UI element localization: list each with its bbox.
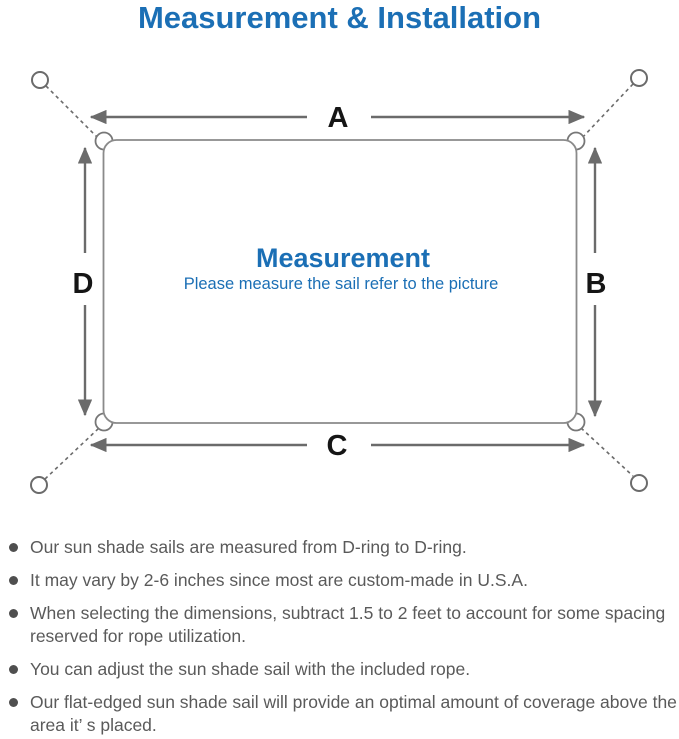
- list-item: Our flat-edged sun shade sail will provi…: [9, 691, 679, 737]
- note-text: Our sun shade sails are measured from D-…: [30, 537, 467, 557]
- rope-dashed-line: [580, 427, 634, 477]
- list-item: When selecting the dimensions, subtract …: [9, 602, 679, 648]
- rope-dashed-line: [44, 427, 100, 480]
- diagram-heading: Measurement: [256, 243, 430, 273]
- anchor-ring-icon: [30, 476, 48, 494]
- anchor-ring-icon: [630, 474, 648, 492]
- dimension-label-c: C: [327, 430, 348, 462]
- dimension-label-a: A: [328, 102, 349, 134]
- dimension-label-d: D: [73, 268, 94, 300]
- note-text: When selecting the dimensions, subtract …: [30, 603, 666, 646]
- note-text: Our flat-edged sun shade sail will provi…: [30, 692, 677, 735]
- diagram-subheading: Please measure the sail refer to the pic…: [184, 275, 499, 293]
- bullet-icon: [9, 698, 18, 707]
- rope-dashed-line: [580, 83, 634, 140]
- anchor-ring-icon: [31, 71, 49, 89]
- dimension-label-b: B: [586, 268, 607, 300]
- page-title: Measurement & Installation: [137, 0, 542, 35]
- bullet-icon: [9, 543, 18, 552]
- measurement-diagram: A C D B Measurement Please measure the s…: [30, 69, 648, 494]
- note-text: You can adjust the sun shade sail with t…: [30, 659, 471, 679]
- bullet-icon: [9, 576, 18, 585]
- bullet-icon: [9, 609, 18, 618]
- rope-dashed-line: [45, 85, 100, 140]
- bullet-icon: [9, 665, 18, 674]
- list-item: Our sun shade sails are measured from D-…: [9, 536, 679, 559]
- list-item: You can adjust the sun shade sail with t…: [9, 658, 679, 681]
- anchor-ring-icon: [630, 69, 648, 87]
- list-item: It may vary by 2-6 inches since most are…: [9, 569, 679, 592]
- note-text: It may vary by 2-6 inches since most are…: [30, 570, 528, 590]
- notes-list: Our sun shade sails are measured from D-…: [0, 536, 679, 739]
- sail-outline: [102, 139, 578, 424]
